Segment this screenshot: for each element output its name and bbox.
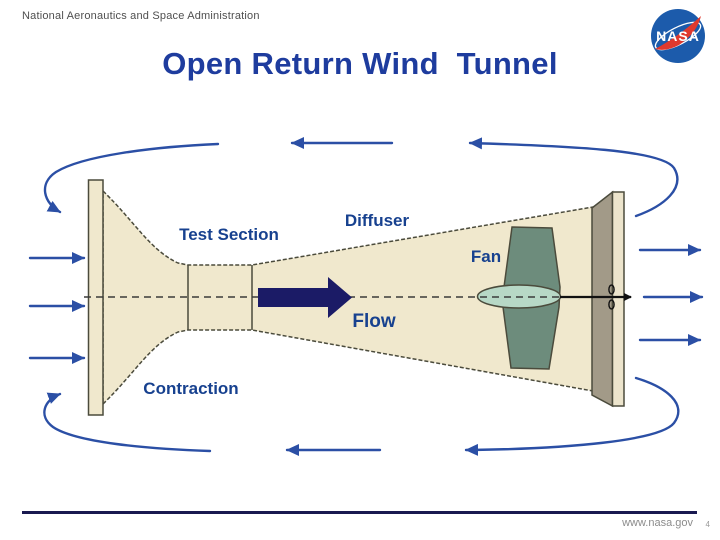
label-fan: Fan bbox=[471, 247, 501, 266]
shaft-hub-bottom-loop bbox=[608, 299, 615, 310]
exit-panel-side bbox=[591, 190, 614, 408]
shaft-hub-top-loop bbox=[608, 284, 615, 295]
page-title: Open Return Wind Tunnel bbox=[162, 46, 558, 81]
return-arrow-bottom-right-hook bbox=[464, 376, 680, 456]
flow-arrow bbox=[258, 277, 352, 318]
logo-red-swoosh bbox=[655, 16, 701, 50]
logo-orbit-ellipse bbox=[654, 21, 702, 51]
agency-line: National Aeronautics and Space Administr… bbox=[22, 10, 260, 22]
nasa-logo: NASA bbox=[648, 6, 708, 66]
label-contraction: Contraction bbox=[143, 379, 238, 398]
return-arrow-top-left-swoosh bbox=[43, 142, 220, 214]
label-test-section: Test Section bbox=[179, 225, 279, 244]
logo-wordmark: NASA bbox=[656, 28, 700, 44]
return-arrow-bottom-left-swoosh bbox=[43, 392, 212, 453]
label-diffuser: Diffuser bbox=[345, 211, 410, 230]
nasa-insignia-icon: NASA bbox=[651, 9, 705, 63]
nasa-gov-url: www.nasa.gov bbox=[622, 517, 693, 529]
exit-panel-back bbox=[611, 191, 625, 407]
footer-rule bbox=[22, 511, 697, 514]
return-arrow-top-right-hook bbox=[468, 137, 679, 218]
page-number: 4 bbox=[705, 520, 710, 529]
label-flow: Flow bbox=[352, 311, 395, 332]
